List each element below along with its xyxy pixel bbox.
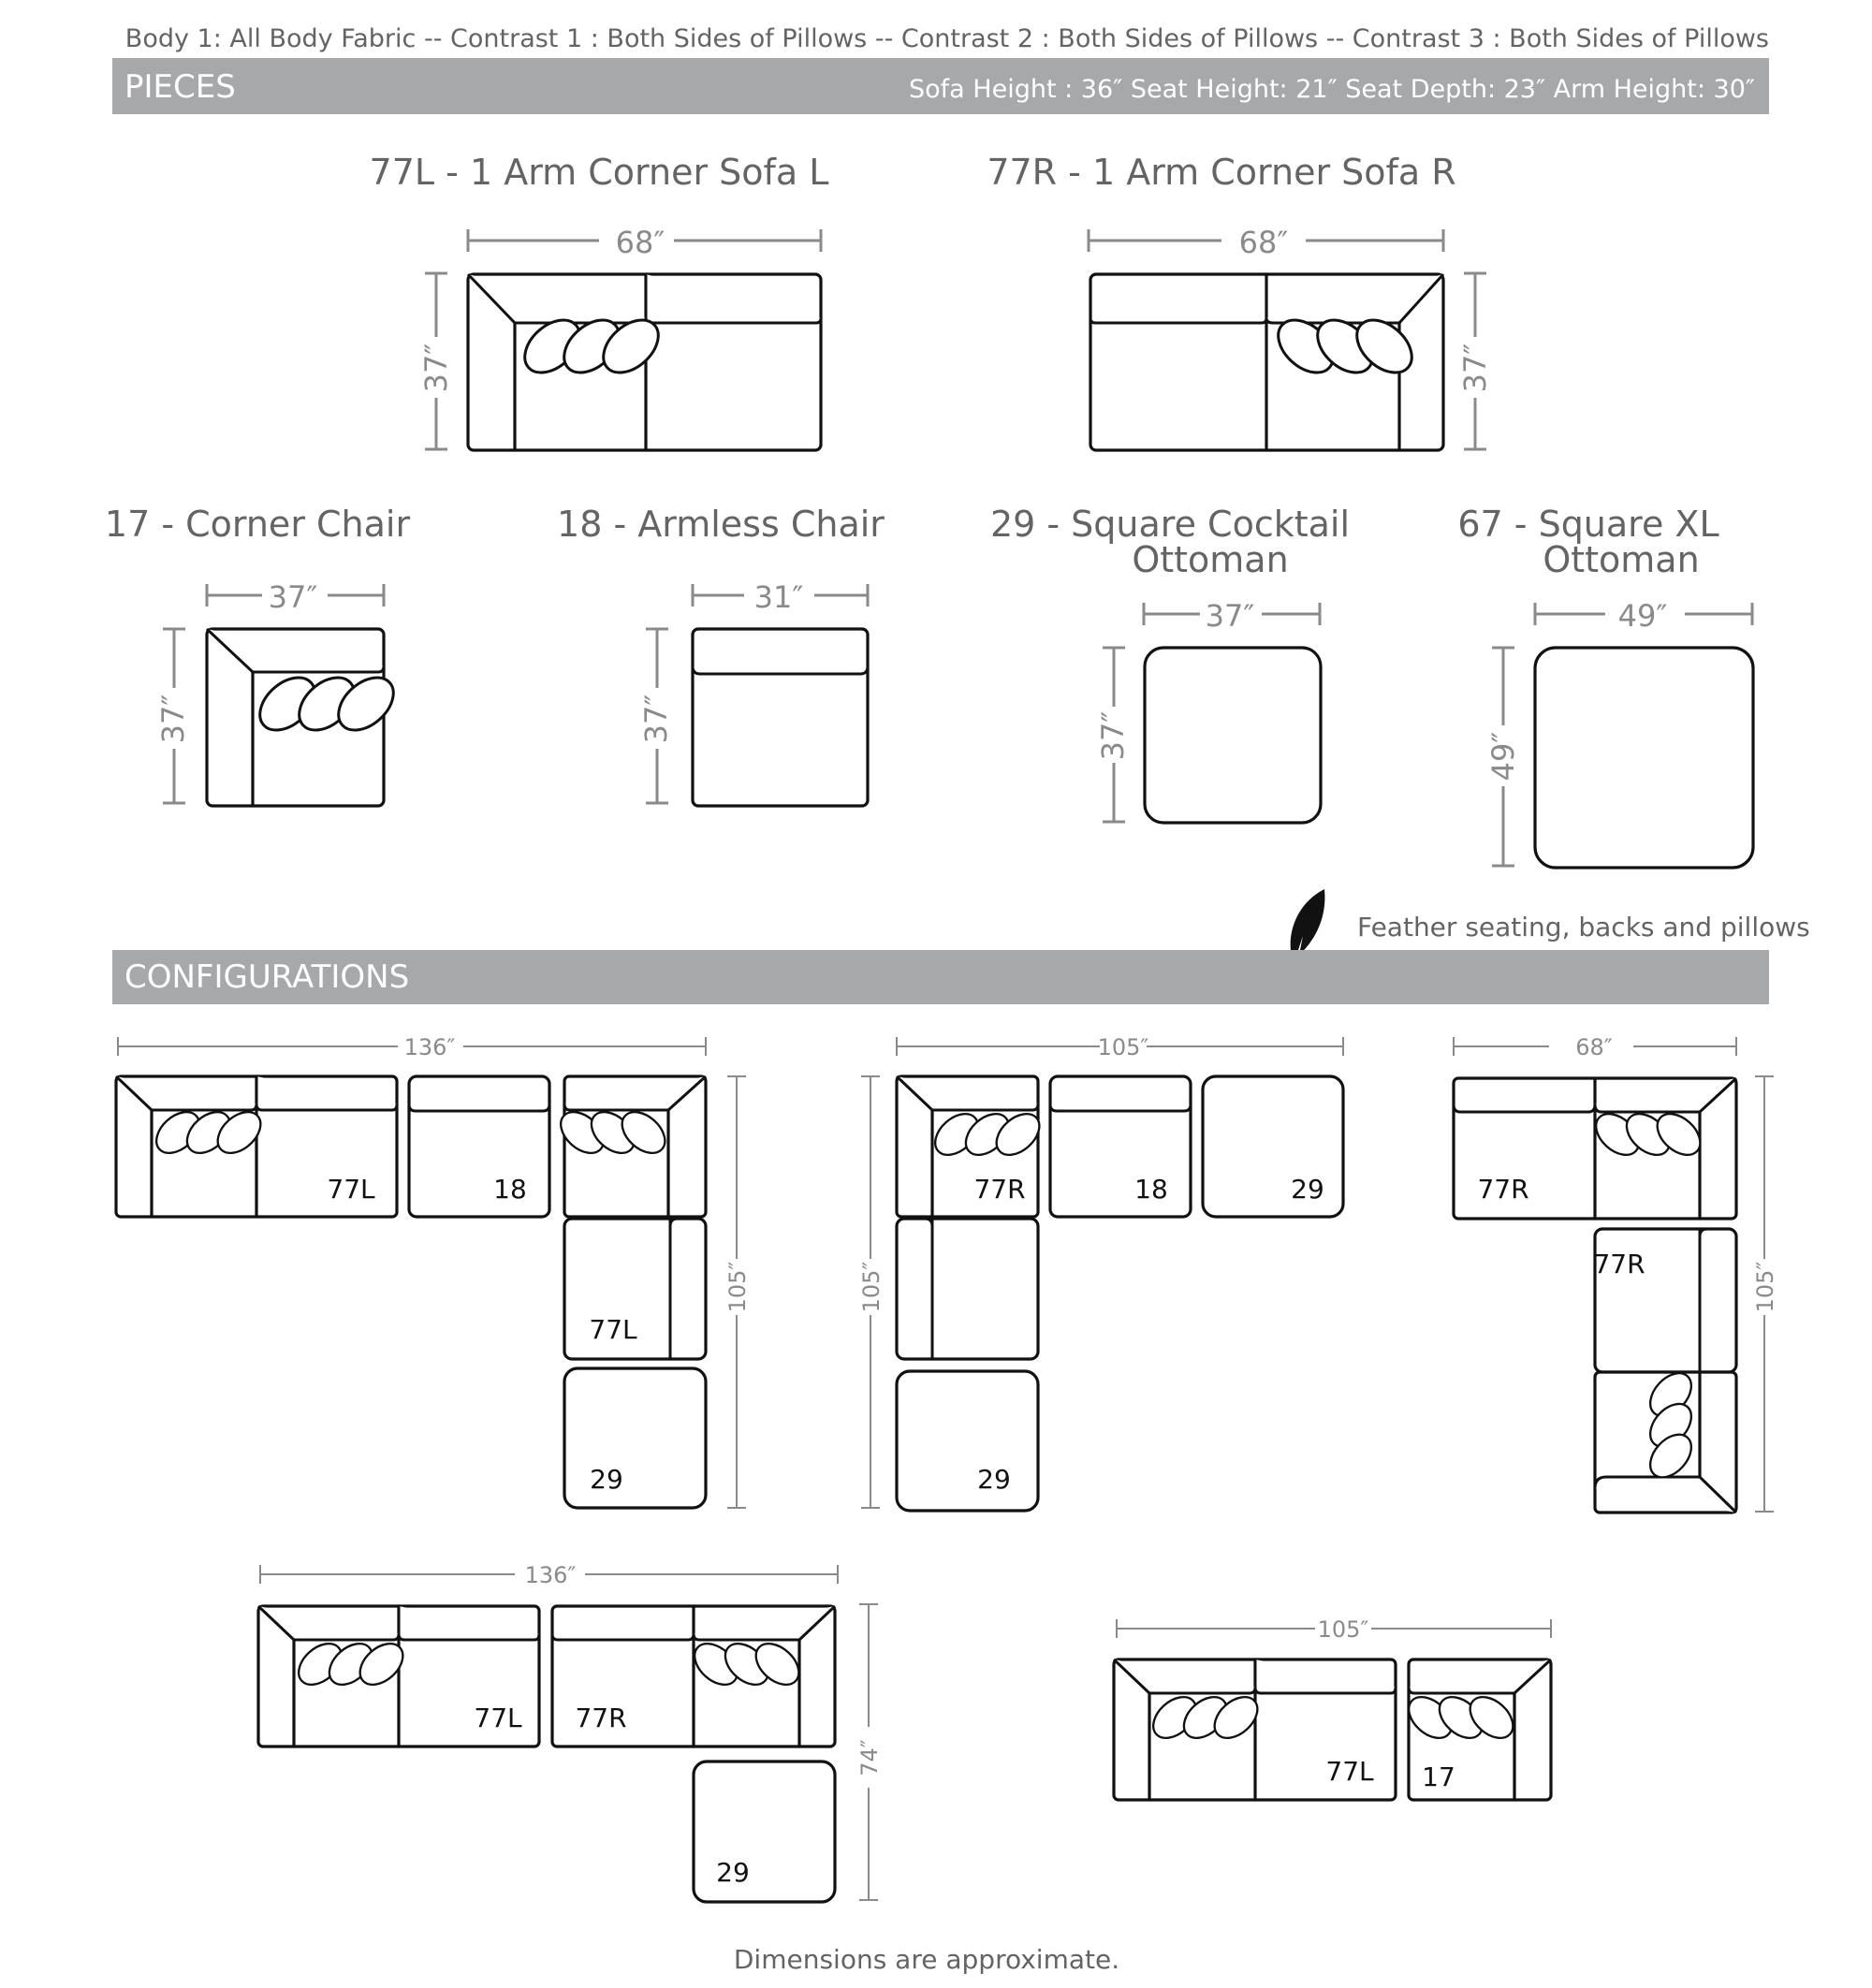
config-piece-label: 18 (493, 1174, 527, 1205)
config-depth: 105″ (724, 1262, 751, 1313)
piece-title: 77R - 1 Arm Corner Sofa R (987, 152, 1455, 193)
footer-note: Dimensions are approximate. (734, 1944, 1119, 1975)
feather-note: Feather seating, backs and pillows (1357, 912, 1810, 943)
piece-18: 18 - Armless Chair 31″ 37″ (557, 504, 885, 808)
configuration-5: 105″ 77L 17 (1112, 1616, 1553, 1802)
config-width: 68″ (1575, 1034, 1613, 1060)
piece-77l: 77L - 1 Arm Corner Sofa L 68″ 37″ (370, 152, 829, 452)
configurations-header-title: CONFIGURATIONS (124, 958, 409, 996)
config-width: 136″ (525, 1562, 577, 1588)
config-piece-label: 29 (977, 1464, 1011, 1495)
config-width: 105″ (1098, 1034, 1149, 1060)
piece-title: 17 - Corner Chair (105, 504, 411, 545)
pieces-header-bar (112, 58, 1769, 114)
config-piece-label: 77R (575, 1703, 626, 1733)
configuration-4: 136″ 74″ 77L 77R 29 (256, 1562, 883, 1904)
config-piece-label: 77R (1593, 1249, 1645, 1279)
piece-width: 68″ (616, 225, 665, 260)
piece-width: 49″ (1618, 598, 1668, 634)
config-piece-label: 77L (327, 1174, 375, 1205)
piece-width: 68″ (1239, 225, 1289, 260)
config-piece-label: 77L (589, 1314, 637, 1345)
config-depth: 105″ (1752, 1262, 1778, 1313)
piece-depth: 37″ (418, 344, 454, 393)
config-piece-label: 77L (474, 1703, 522, 1733)
piece-width: 37″ (1206, 598, 1255, 634)
config-piece-label: 77L (1325, 1756, 1374, 1787)
piece-depth: 37″ (155, 694, 191, 744)
fabric-note: Body 1: All Body Fabric -- Contrast 1 : … (125, 24, 1769, 53)
piece-title-line-2: Ottoman (1543, 539, 1699, 580)
piece-77r: 77R - 1 Arm Corner Sofa R 68″ 37″ (987, 152, 1493, 452)
piece-depth: 37″ (1095, 711, 1131, 761)
piece-title-line-1: 29 - Square Cocktail (990, 504, 1350, 545)
piece-depth: 37″ (1457, 344, 1493, 393)
piece-title-line-2: Ottoman (1132, 539, 1288, 580)
configuration-3: 68″ 105″ 77R 77R (1452, 1034, 1778, 1514)
config-piece-label: 18 (1134, 1174, 1168, 1205)
piece-width: 31″ (754, 579, 804, 615)
piece-title: 18 - Armless Chair (557, 504, 885, 545)
piece-title-line-1: 67 - Square XL (1457, 504, 1718, 545)
pieces-header-title: PIECES (124, 68, 236, 106)
pieces-measurements: Sofa Height : 36″ Seat Height: 21″ Seat … (909, 75, 1755, 104)
configuration-2: 105″ 105″ 77R 18 29 29 (858, 1034, 1345, 1513)
configurations-header-bar (112, 950, 1769, 1004)
config-piece-label: 29 (716, 1857, 750, 1888)
config-width: 105″ (1318, 1616, 1369, 1643)
piece-title: 77L - 1 Arm Corner Sofa L (370, 152, 829, 193)
config-piece-label: 29 (1291, 1174, 1324, 1205)
config-piece-label: 77R (973, 1174, 1025, 1205)
piece-depth: 37″ (638, 694, 674, 744)
piece-depth: 49″ (1485, 732, 1521, 782)
config-width: 136″ (404, 1034, 456, 1060)
piece-67: 67 - Square XL Ottoman 49″ 49″ (1457, 504, 1755, 870)
piece-29: 29 - Square Cocktail Ottoman 37″ 37″ (990, 504, 1350, 825)
config-piece-label: 29 (590, 1464, 623, 1495)
piece-width: 37″ (269, 579, 318, 615)
piece-17: 17 - Corner Chair 37″ 37″ (105, 504, 411, 808)
config-piece-label: 77R (1477, 1174, 1528, 1205)
configuration-1: 136″ 105″ 77L 18 77L 29 (114, 1034, 751, 1510)
config-depth: 105″ (858, 1262, 885, 1313)
config-piece-label: 17 (1422, 1761, 1455, 1792)
config-depth: 74″ (856, 1739, 883, 1776)
